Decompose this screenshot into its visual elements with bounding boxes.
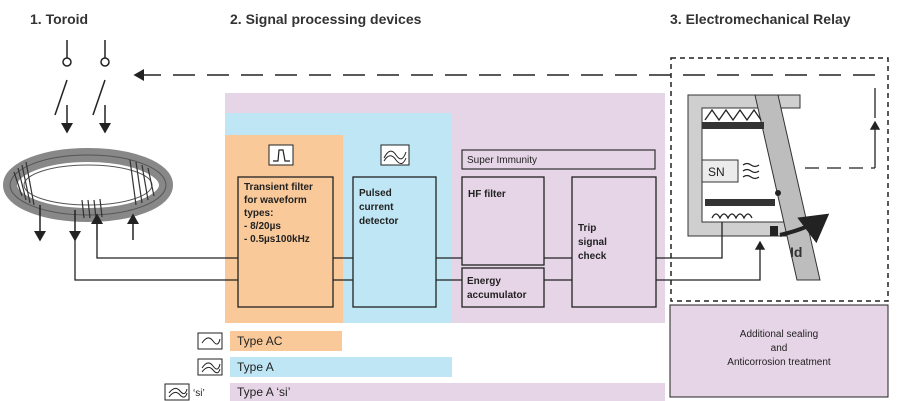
sealing-label-3: Anticorrosion treatment	[727, 357, 831, 368]
signal-processing-header: 2. Signal processing devices	[230, 11, 422, 27]
switch-contacts	[54, 40, 111, 134]
sealing-label-1: Additional sealing	[740, 329, 818, 340]
sealing-label-2: and	[771, 343, 788, 354]
svg-text:Transient filter: Transient filter	[244, 182, 313, 193]
super-immunity-label: Super Immunity	[467, 155, 537, 166]
type-ac-zone	[225, 135, 343, 323]
wiring	[74, 240, 761, 281]
svg-text:types:: types:	[244, 208, 273, 219]
toroid-header: 1. Toroid	[30, 11, 88, 27]
svg-text:current: current	[359, 202, 394, 213]
hf-filter-box	[461, 176, 545, 266]
relay-enclosure	[670, 57, 889, 302]
pulsed-wave-icon	[380, 144, 410, 166]
legend: Type AC Type A ‘si’ Type A ‘si’	[164, 331, 665, 401]
hf-filter-label: HF filter	[468, 189, 506, 200]
relay-sn-label: SN	[708, 165, 725, 179]
pulsed-detector-label: Pulsed current detector	[359, 188, 399, 227]
legend-type-a: Type A	[237, 360, 274, 374]
relay-id-label: Id	[790, 244, 802, 260]
svg-text:- 8/20µs: - 8/20µs	[244, 221, 281, 232]
energy-accumulator-label-2: accumulator	[467, 290, 527, 301]
svg-text:Trip: Trip	[578, 223, 596, 234]
super-immunity-box	[461, 149, 656, 170]
sealing-box	[669, 304, 889, 398]
pulsed-detector-box	[352, 176, 437, 308]
svg-text:detector: detector	[359, 216, 399, 227]
svg-text:signal: signal	[578, 237, 607, 248]
legend-type-a-si: Type A ‘si’	[237, 385, 290, 399]
svg-text:Pulsed: Pulsed	[359, 188, 392, 199]
relay-header: 3. Electromechanical Relay	[670, 11, 851, 27]
toroid-icon	[3, 148, 173, 242]
svg-text:check: check	[578, 251, 607, 262]
relay-icon: SN Id	[687, 88, 881, 281]
energy-accumulator-box	[461, 267, 545, 308]
energy-accumulator-label-1: Energy	[467, 276, 501, 287]
trip-check-label: Trip signal check	[578, 223, 607, 262]
legend-type-ac: Type AC	[237, 334, 283, 348]
transient-filter-label: Transient filter for waveform types: - 8…	[244, 182, 313, 245]
transient-filter-box	[237, 176, 334, 308]
svg-text:- 0.5µs100kHz: - 0.5µs100kHz	[244, 234, 310, 245]
trip-check-box	[571, 176, 657, 308]
svg-text:for waveform: for waveform	[244, 195, 307, 206]
pulse-icon	[268, 144, 294, 166]
legend-si-prefix: ‘si’	[193, 388, 205, 399]
